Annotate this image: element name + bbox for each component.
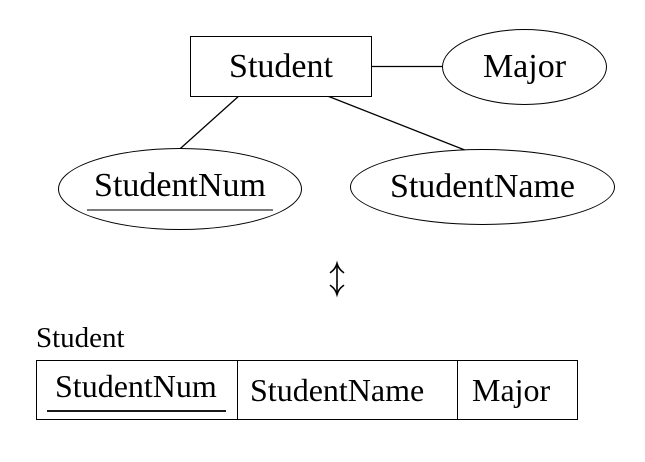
column-label-studentname: StudentName [250, 371, 425, 408]
column-label-studentnum-key: StudentNum [47, 368, 226, 412]
attribute-label-studentname: StudentName [389, 168, 576, 205]
column-cell-studentnum: StudentNum [37, 361, 237, 419]
attribute-ellipse-major: Major [442, 29, 607, 105]
column-cell-studentname: StudentName [237, 361, 457, 419]
column-label-major: Major [472, 371, 551, 408]
attribute-label-major: Major [482, 48, 567, 85]
relation-table: StudentNum StudentName Major [36, 360, 578, 420]
column-cell-major: Major [457, 361, 577, 419]
entity-studentnum-connector [171, 94, 241, 157]
entity-student: Student [190, 36, 372, 97]
attribute-ellipse-studentnum: StudentNum [58, 148, 302, 230]
attribute-ellipse-studentname: StudentName [350, 149, 615, 225]
relation-name: Student [36, 322, 125, 354]
entity-label: Student [229, 47, 333, 85]
entity-studentname-connector [324, 94, 481, 157]
attribute-label-studentnum-key: StudentNum [87, 167, 273, 211]
updown-arrow-icon [329, 260, 345, 298]
